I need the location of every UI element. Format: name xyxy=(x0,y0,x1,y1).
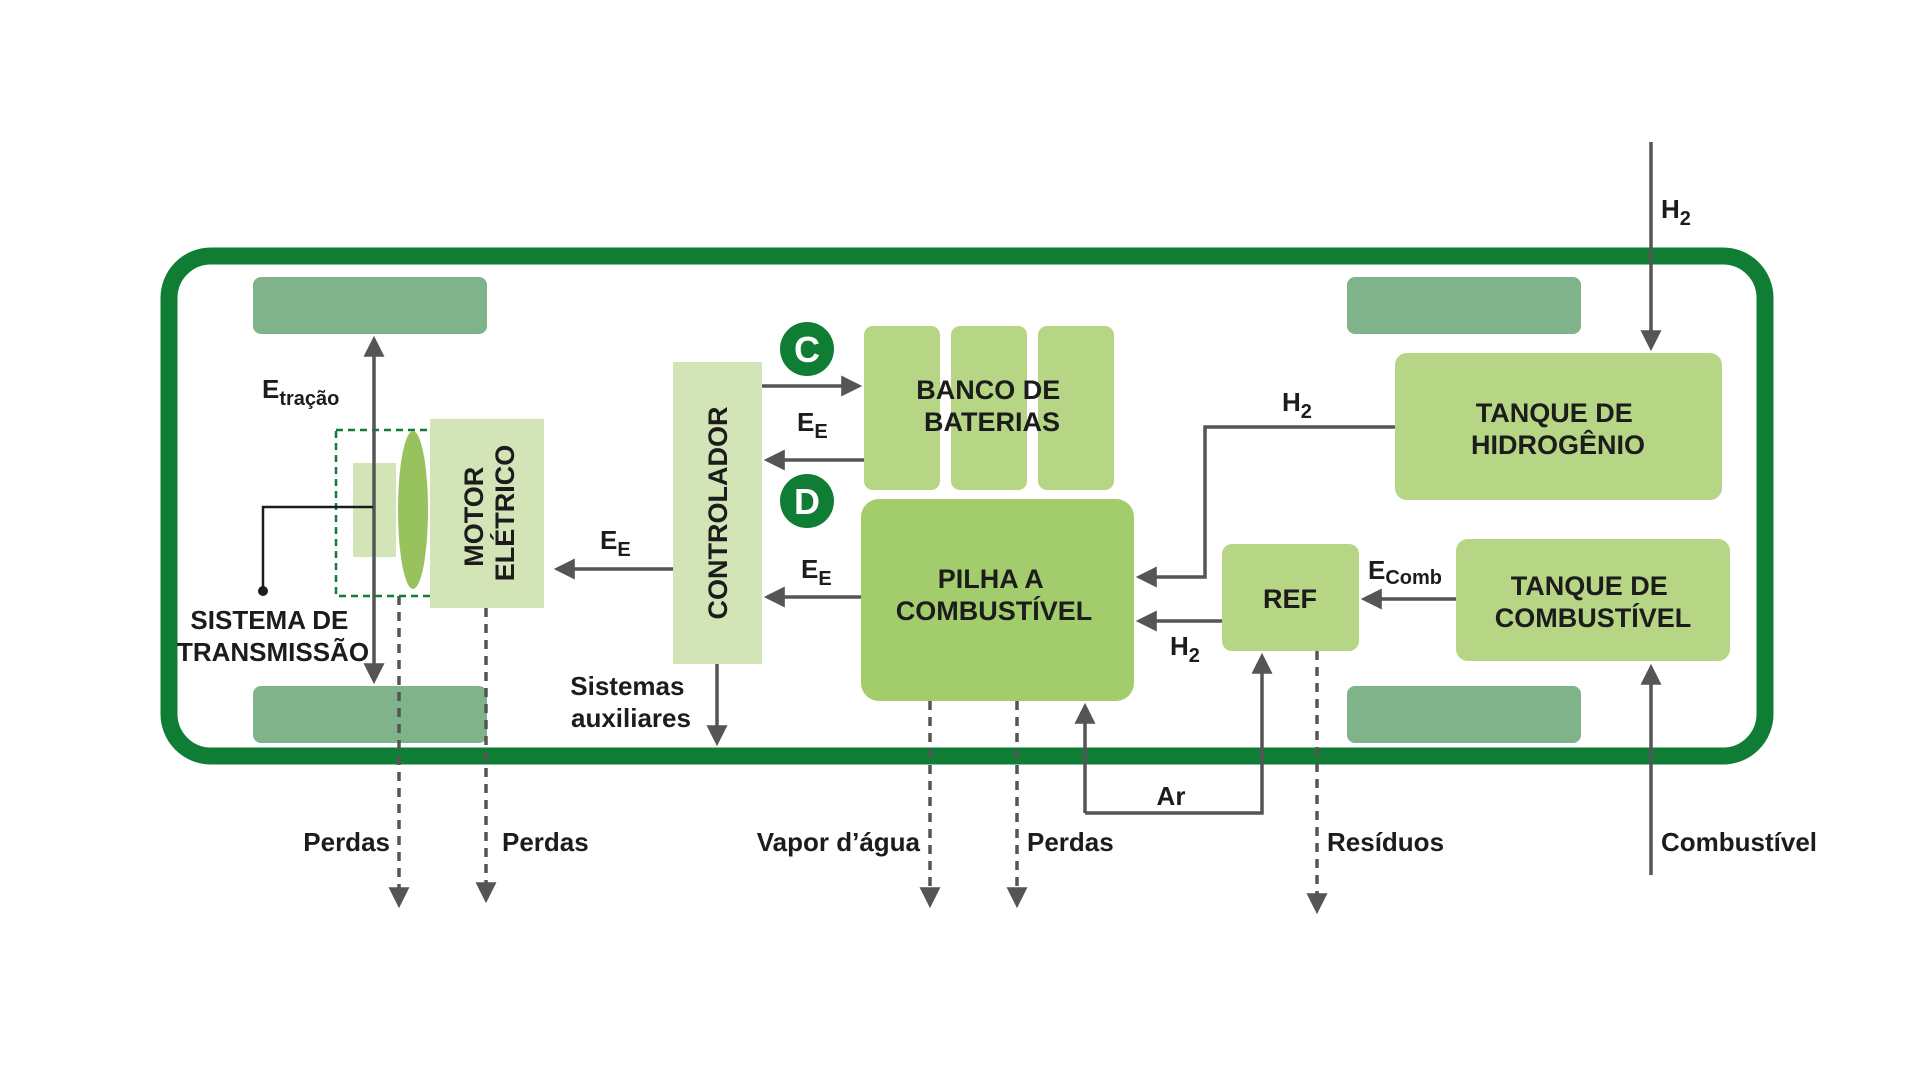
tanque-hidrogenio-label: TANQUE DE HIDROGÊNIO xyxy=(1471,398,1645,460)
h2-external-label: H2 xyxy=(1661,194,1691,230)
badge-c-label: C xyxy=(794,329,820,370)
banco-label: BANCO DE BATERIAS xyxy=(916,375,1068,437)
battery-cell-1 xyxy=(864,326,940,490)
combustivel-label: Combustível xyxy=(1661,827,1817,857)
battery-cell-2 xyxy=(951,326,1027,490)
sistemas-auxiliares-label: Sistemas auxiliares xyxy=(570,671,691,733)
tanque-combustivel-box xyxy=(1456,539,1730,661)
ee-pilha-label: EE xyxy=(801,554,832,590)
ref-box xyxy=(1222,544,1359,651)
pilha-label: PILHA A COMBUSTÍVEL xyxy=(896,564,1093,626)
transmission-pointer xyxy=(261,505,373,590)
ecomb-label: EComb xyxy=(1368,555,1442,589)
vehicle-frame xyxy=(160,247,1774,765)
ee-battery-label: EE xyxy=(797,407,828,443)
residuos-label: Resíduos xyxy=(1327,827,1444,857)
perdas-transmission-label: Perdas xyxy=(303,827,390,857)
tanque-combustivel-label: TANQUE DE COMBUSTÍVEL xyxy=(1495,571,1692,633)
h2-ref-label: H2 xyxy=(1170,631,1200,667)
h2-tank-to-pilha-arrow xyxy=(1135,425,1395,588)
perdas-motor-label: Perdas xyxy=(502,827,589,857)
perdas-pilha-label: Perdas xyxy=(1027,827,1114,857)
battery-cell-3 xyxy=(1038,326,1114,490)
badge-c xyxy=(780,322,834,376)
e-tracao-label: Etração xyxy=(262,374,339,410)
ar-label: Ar xyxy=(1157,781,1186,811)
h2-tank-label: H2 xyxy=(1282,387,1312,423)
badge-d xyxy=(780,474,834,528)
vapor-label: Vapor d’água xyxy=(757,827,921,857)
wheel-front-right xyxy=(1347,277,1581,334)
pilha-box xyxy=(861,499,1134,701)
sistema-transmissao-label: SISTEMA DE TRANSMISSÃO xyxy=(177,605,369,667)
ee-motor-label: EE xyxy=(600,525,631,561)
transmission-pointer-dot xyxy=(258,586,268,596)
gearbox-ellipse xyxy=(398,431,428,589)
motor-label: MOTOR ELÉTRICO xyxy=(459,445,520,582)
badge-d-label: D xyxy=(794,481,820,522)
wheel-rear-left xyxy=(253,686,487,743)
air-loop-arrow xyxy=(1085,652,1273,815)
ref-label: REF xyxy=(1263,584,1317,614)
controlador-box xyxy=(673,362,762,664)
controlador-label: CONTROLADOR xyxy=(703,407,733,620)
motor-box xyxy=(430,419,544,608)
wheel-front-left xyxy=(253,277,487,334)
wheel-rear-right xyxy=(1347,686,1581,743)
tanque-hidrogenio-box xyxy=(1395,353,1722,500)
